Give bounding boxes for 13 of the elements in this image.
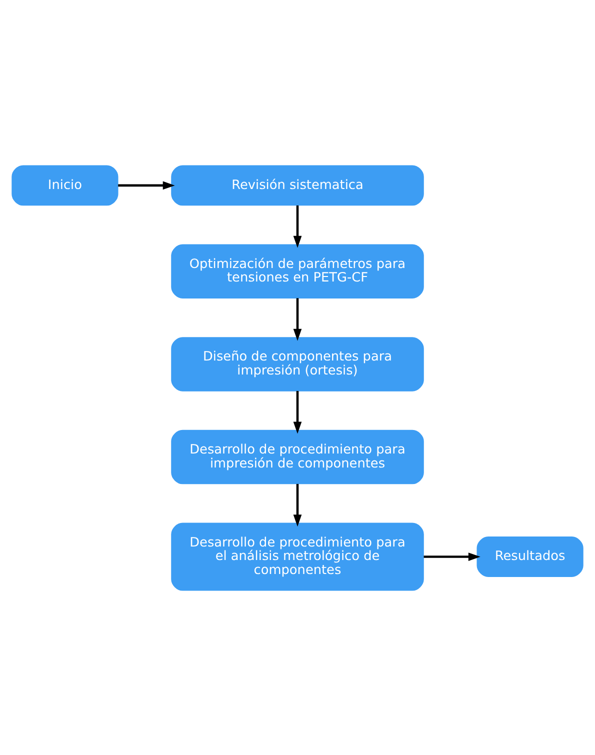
arrow (118, 180, 175, 190)
arrow (293, 483, 302, 526)
node-box: Optimización de parámetros para tensiones en PETG-CF (171, 244, 424, 298)
node-box: Diseño de componentes para impresión (ortesis) (171, 336, 424, 391)
node-box: Resultados (476, 536, 584, 576)
node-box: Revisión sistematica (171, 164, 424, 206)
arrow (293, 390, 302, 434)
arrow (293, 298, 302, 340)
arrow (293, 204, 302, 248)
node-box: Desarrollo de procedimiento para impresión de componentes (171, 429, 424, 484)
node-box: Inicio (12, 164, 118, 206)
node-box: Desarrollo de procedimiento para el análisis metrológico de componentes (171, 522, 424, 590)
arrow (424, 552, 480, 560)
